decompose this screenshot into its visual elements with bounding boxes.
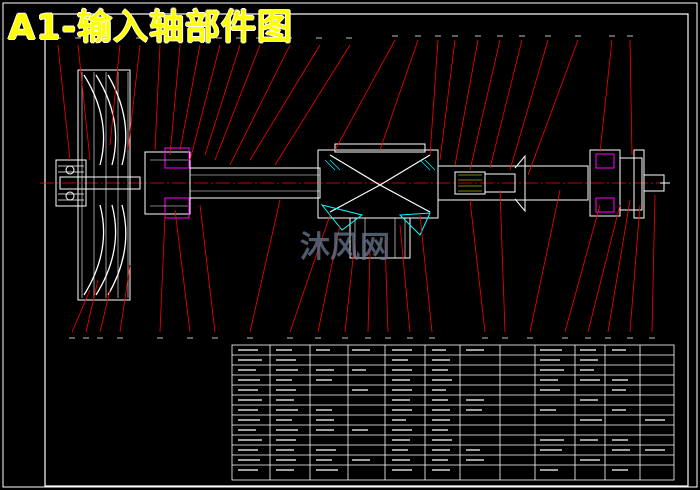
drawing-frame xyxy=(44,13,689,487)
balloon-ticks-top xyxy=(55,35,633,39)
left-bearing-housing xyxy=(144,147,191,219)
part-leader-lines xyxy=(57,39,656,333)
bom-entries xyxy=(238,349,665,471)
drawing-title: A1-输入轴部件图 xyxy=(8,8,293,48)
pulley-hub xyxy=(55,159,87,207)
bill-of-materials-table xyxy=(231,344,675,481)
pulley xyxy=(55,69,131,301)
input-shaft xyxy=(59,167,321,199)
pulley-outline xyxy=(77,69,131,301)
coupling xyxy=(437,154,589,213)
right-bearing-assembly xyxy=(589,149,670,219)
watermark-logo: 沐风网 xyxy=(300,230,390,265)
gearbox-housing xyxy=(317,143,439,259)
